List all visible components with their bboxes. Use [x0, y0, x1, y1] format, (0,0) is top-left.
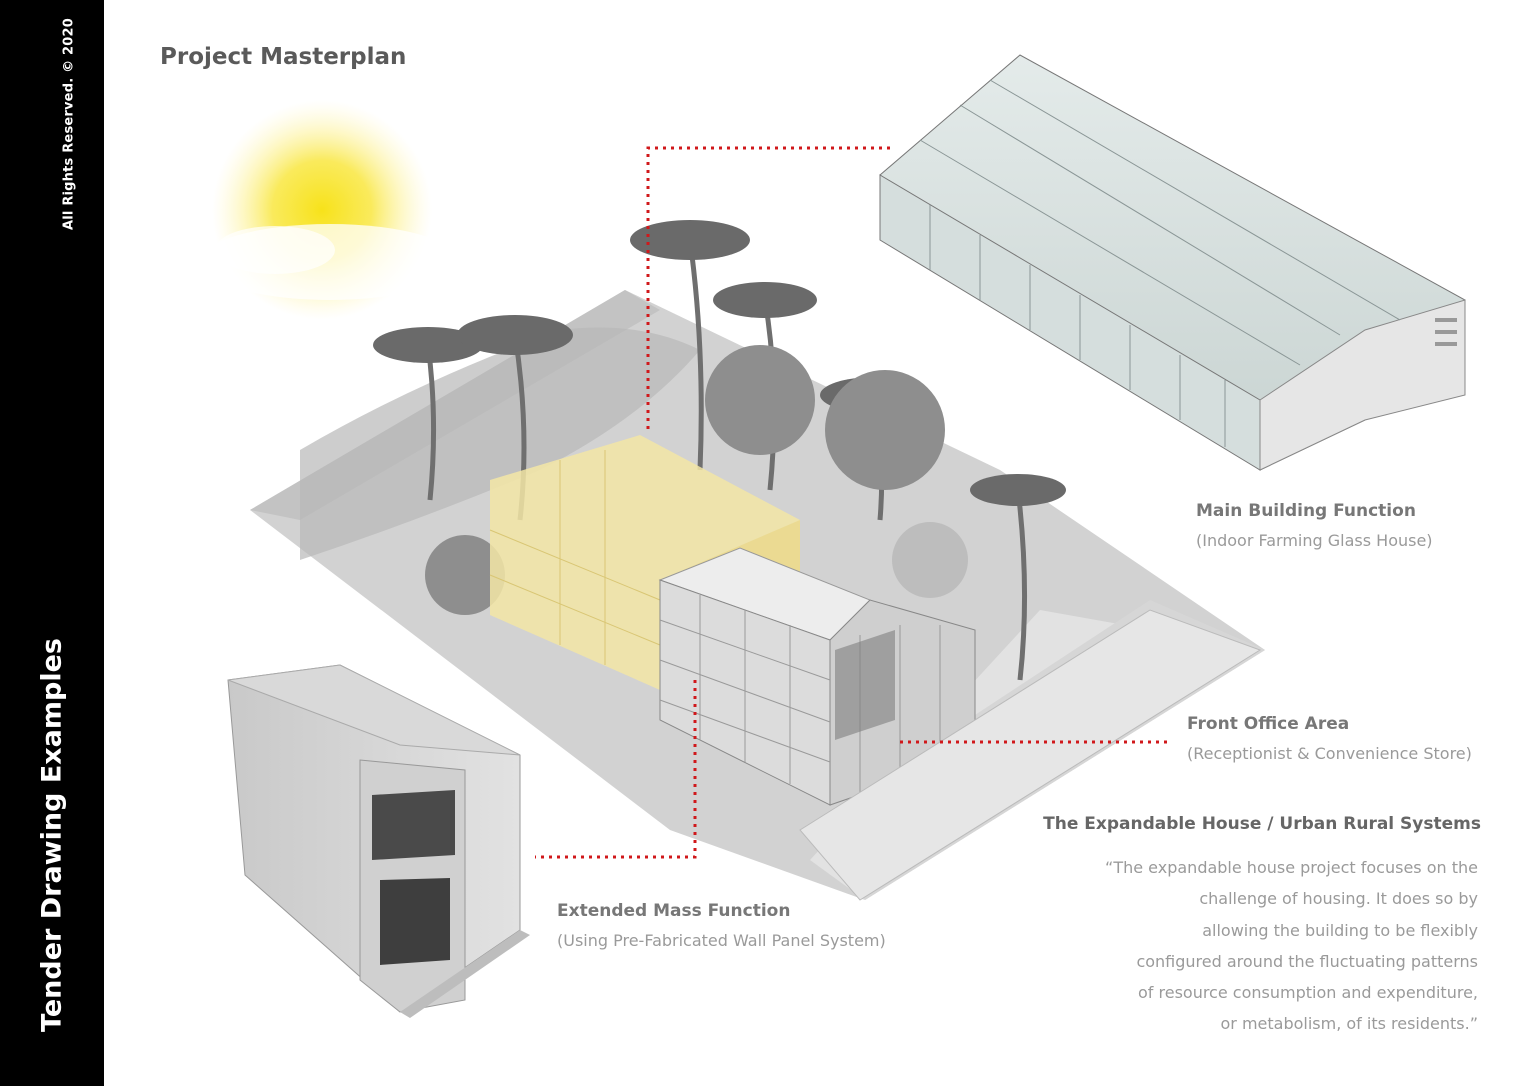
concrete-block-illustration — [227, 664, 530, 1018]
bush-trees — [425, 345, 968, 615]
leader-line-extended-mass — [535, 680, 697, 859]
sun-icon — [200, 100, 460, 320]
project-quote: “The expandable house project focuses on… — [1018, 852, 1478, 1040]
road — [799, 609, 1262, 901]
front-office-subtitle: (Receptionist & Convenience Store) — [1187, 744, 1472, 763]
quote-line: of resource consumption and expenditure, — [1137, 983, 1478, 1003]
quote-line: allowing the building to be flexibly — [1202, 920, 1478, 940]
main-building-title: Main Building Function — [1196, 501, 1416, 521]
leader-lines — [535, 146, 1170, 859]
extended-mass-title: Extended Mass Function — [557, 901, 791, 921]
extended-mass-subtitle: (Using Pre-Fabricated Wall Panel System) — [557, 931, 886, 950]
page-title: Project Masterplan — [160, 44, 407, 70]
leader-line-main-building — [646, 146, 890, 430]
quote-line: configured around the fluctuating patter… — [1136, 951, 1478, 971]
main-building-label: Main Building Function (Indoor Farming G… — [1196, 501, 1433, 550]
quote-line: challenge of housing. It does so by — [1199, 889, 1478, 909]
main-building-subtitle: (Indoor Farming Glass House) — [1196, 531, 1433, 550]
project-title: The Expandable House / Urban Rural Syste… — [1043, 814, 1481, 834]
quote-line: “The expandable house project focuses on… — [1105, 858, 1478, 877]
front-office-title: Front Office Area — [1187, 714, 1350, 734]
glass-house-illustration — [879, 54, 1466, 471]
sidebar: All Rights Reserved. © 2020 Tender Drawi… — [0, 0, 104, 1086]
extended-mass-label: Extended Mass Function (Using Pre-Fabric… — [557, 901, 886, 950]
front-office-label: Front Office Area (Receptionist & Conven… — [1187, 714, 1472, 763]
quote-line: or metabolism, of its residents.” — [1220, 1014, 1478, 1034]
